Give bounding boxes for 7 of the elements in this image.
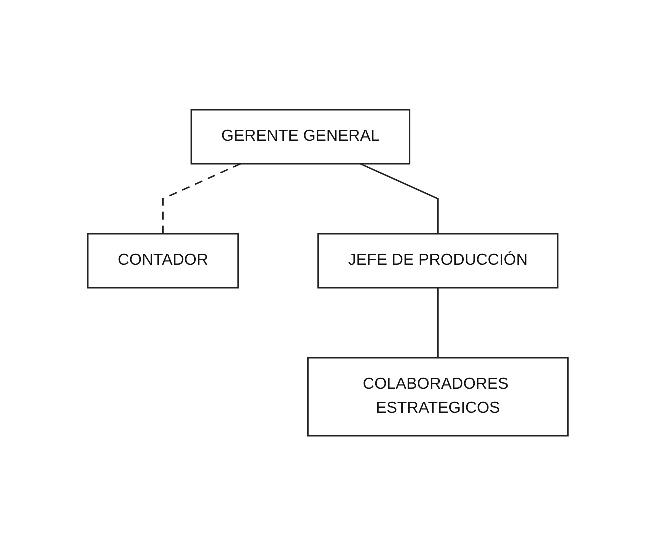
connector: [162, 163, 242, 234]
node-box: GERENTE GENERAL: [191, 109, 411, 165]
connector: [360, 163, 440, 234]
node-box: COLABORADORES ESTRATEGICOS: [308, 357, 570, 437]
connector: [438, 288, 440, 358]
node-box: JEFE DE PRODUCCIÓN: [318, 233, 560, 289]
node-box: CONTADOR: [88, 233, 240, 289]
